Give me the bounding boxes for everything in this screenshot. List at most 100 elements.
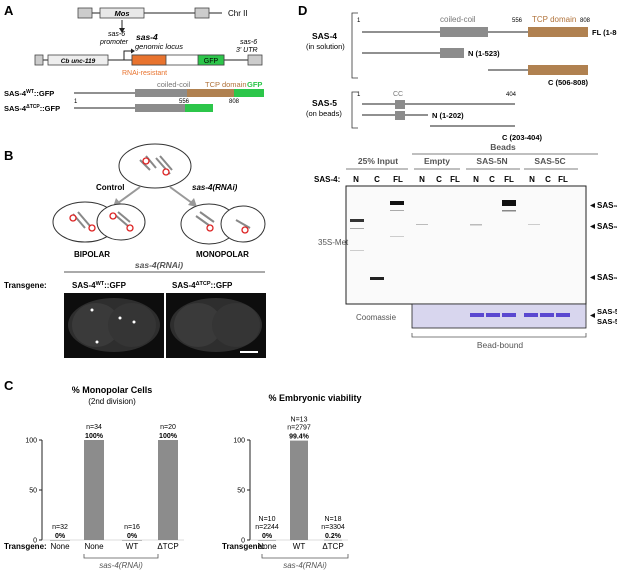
panel-letter-b: B [4, 148, 13, 163]
lane-label: FL [450, 175, 460, 184]
s5-n-fragment-label: N (1-202) [432, 111, 464, 120]
d-s5-aa-404: 404 [506, 92, 517, 98]
n-fragment-label: N (1-523) [468, 49, 500, 58]
category-label: ΔTCP [157, 542, 178, 551]
d-aa-556: 556 [512, 18, 523, 24]
lane-label: C [436, 175, 442, 184]
coomassie-label: Coomassie [356, 313, 397, 322]
panel-letter-a: A [4, 3, 14, 18]
sas4-wt-gfp-label: SAS-4WT::GFP [4, 89, 54, 98]
coomassie-gel: SAS-5N, SAS-5C [411, 303, 617, 329]
rnai-bracket-label-1: sas-4(RNAi) [99, 561, 143, 570]
bipolar-label: BIPOLAR [74, 250, 110, 259]
sas5-title: SAS-5 [312, 98, 337, 108]
cc-label: CC [393, 91, 403, 98]
y-tick-label: 100 [25, 438, 37, 445]
lane-label: N [529, 175, 535, 184]
sas5-band-label-2: SAS-5C [597, 317, 617, 326]
y-tick-label: 0 [33, 538, 37, 545]
y-tick-label: 50 [29, 488, 37, 495]
sas4-sub: (in solution) [306, 42, 345, 51]
d-aa-808: 808 [580, 18, 591, 24]
bar-value-label: 0.2% [325, 533, 342, 540]
category-label: WT [126, 542, 139, 551]
lane-label: C [489, 175, 495, 184]
lane-label: FL [393, 175, 403, 184]
sas5-sub: (on beads) [306, 109, 342, 118]
rnai-resistant-region [131, 54, 167, 66]
img2-label: SAS-4ΔTCP::GFP [172, 281, 233, 290]
promoter-label-2: promoter [99, 39, 129, 46]
s5-c-fragment-label: C (203-404) [502, 133, 543, 142]
autoradiograph [345, 185, 587, 305]
bar [324, 539, 342, 541]
sas4c-band-label: SAS-4C [597, 273, 617, 282]
y-tick-label: 100 [233, 438, 245, 445]
empty-label: Empty [424, 156, 450, 166]
fl-fragment-label: FL (1-808) [592, 28, 617, 37]
n-label: n=20 [160, 424, 176, 431]
control-label: Control [96, 183, 124, 192]
cb-unc-label: Cb unc-119 [61, 58, 96, 65]
bar [158, 440, 178, 540]
panel-letter-c: C [4, 378, 14, 393]
sas5-domain-maps: SAS-5 (on beads) 1 CC 404 N (1-202) C (2… [306, 91, 543, 142]
coiled-coil-label-a: coiled-coil [157, 80, 191, 89]
n-label: N=13 [291, 417, 308, 424]
bar-value-label: 100% [85, 433, 104, 440]
bar [122, 540, 142, 541]
sas4-title: SAS-4 [312, 31, 337, 41]
panel-letter-d: D [298, 3, 307, 18]
transgene-label-c2: Transgene: [222, 542, 265, 551]
transgene-construct: sas-6 promoter sas-4 genomic locus sas-6… [34, 31, 263, 77]
rnai-bracket-label-2: sas-4(RNAi) [283, 561, 327, 570]
chromosome-map: Mos Chr II [77, 7, 248, 33]
tcp-domain-label-a: TCP domain [205, 80, 247, 89]
rnai-label: sas-4(RNAi) [192, 183, 238, 192]
utr-label-2: 3' UTR [236, 47, 258, 54]
gel-right-labels: SAS-4FL SAS-4N SAS-4C [590, 201, 617, 282]
n-label: n=32 [52, 524, 68, 531]
chr-label: Chr II [228, 9, 248, 18]
bar-value-label: 0% [127, 533, 138, 540]
sas4n-band-label: SAS-4N [597, 222, 617, 231]
bar [290, 440, 308, 540]
beads-label: Beads [490, 142, 516, 152]
d-aa-1: 1 [357, 18, 361, 24]
bar [50, 540, 70, 541]
locus-label-2: genomic locus [135, 42, 183, 51]
gel-header: Beads 25% Input Empty SAS-5N SAS-5C SAS-… [314, 142, 598, 184]
bar-value-label: 0% [262, 533, 273, 540]
category-label: None [84, 542, 104, 551]
category-label: None [50, 542, 70, 551]
monopolar-chart: % Monopolar Cells (2nd division) 0501000… [25, 385, 184, 551]
y-tick-label: 50 [237, 488, 245, 495]
aa-1-label-a: 1 [74, 99, 78, 105]
mos-label: Mos [115, 9, 130, 18]
utr-label-1: sas-6 [240, 39, 257, 46]
coiled-coil-label-d: coiled-coil [440, 15, 476, 24]
transgene-label-c1: Transgene: [4, 542, 47, 551]
lane-label: N [353, 175, 359, 184]
sas5-band-label-1: SAS-5N, [597, 307, 617, 316]
d-s5-aa-1: 1 [357, 92, 361, 98]
chart1-title: % Monopolar Cells [72, 385, 153, 395]
tcp-domain-label-d: TCP domain [532, 15, 576, 24]
c-fragment-label: C (506-808) [548, 78, 589, 87]
micrograph-images [64, 293, 266, 358]
n-label: n=34 [86, 424, 102, 431]
n-label: n=2244 [255, 524, 279, 531]
sas4-row-label: SAS-4: [314, 175, 340, 184]
monopolar-label: MONOPOLAR [196, 250, 249, 259]
category-label: WT [293, 542, 306, 551]
rnai-header: sas-4(RNAi) [135, 260, 183, 270]
n-label: n=16 [124, 524, 140, 531]
sas4fl-band-label: SAS-4FL [597, 201, 617, 210]
n-label: N=10 [259, 516, 276, 523]
met-label: 35S-Met [318, 238, 349, 247]
embryo-schematic: Control sas-4(RNAi) BIPOLAR MONOPOLAR [52, 143, 266, 259]
chart2-title: % Embryonic viability [268, 393, 361, 403]
bar [258, 540, 276, 541]
lane-label: FL [504, 175, 514, 184]
